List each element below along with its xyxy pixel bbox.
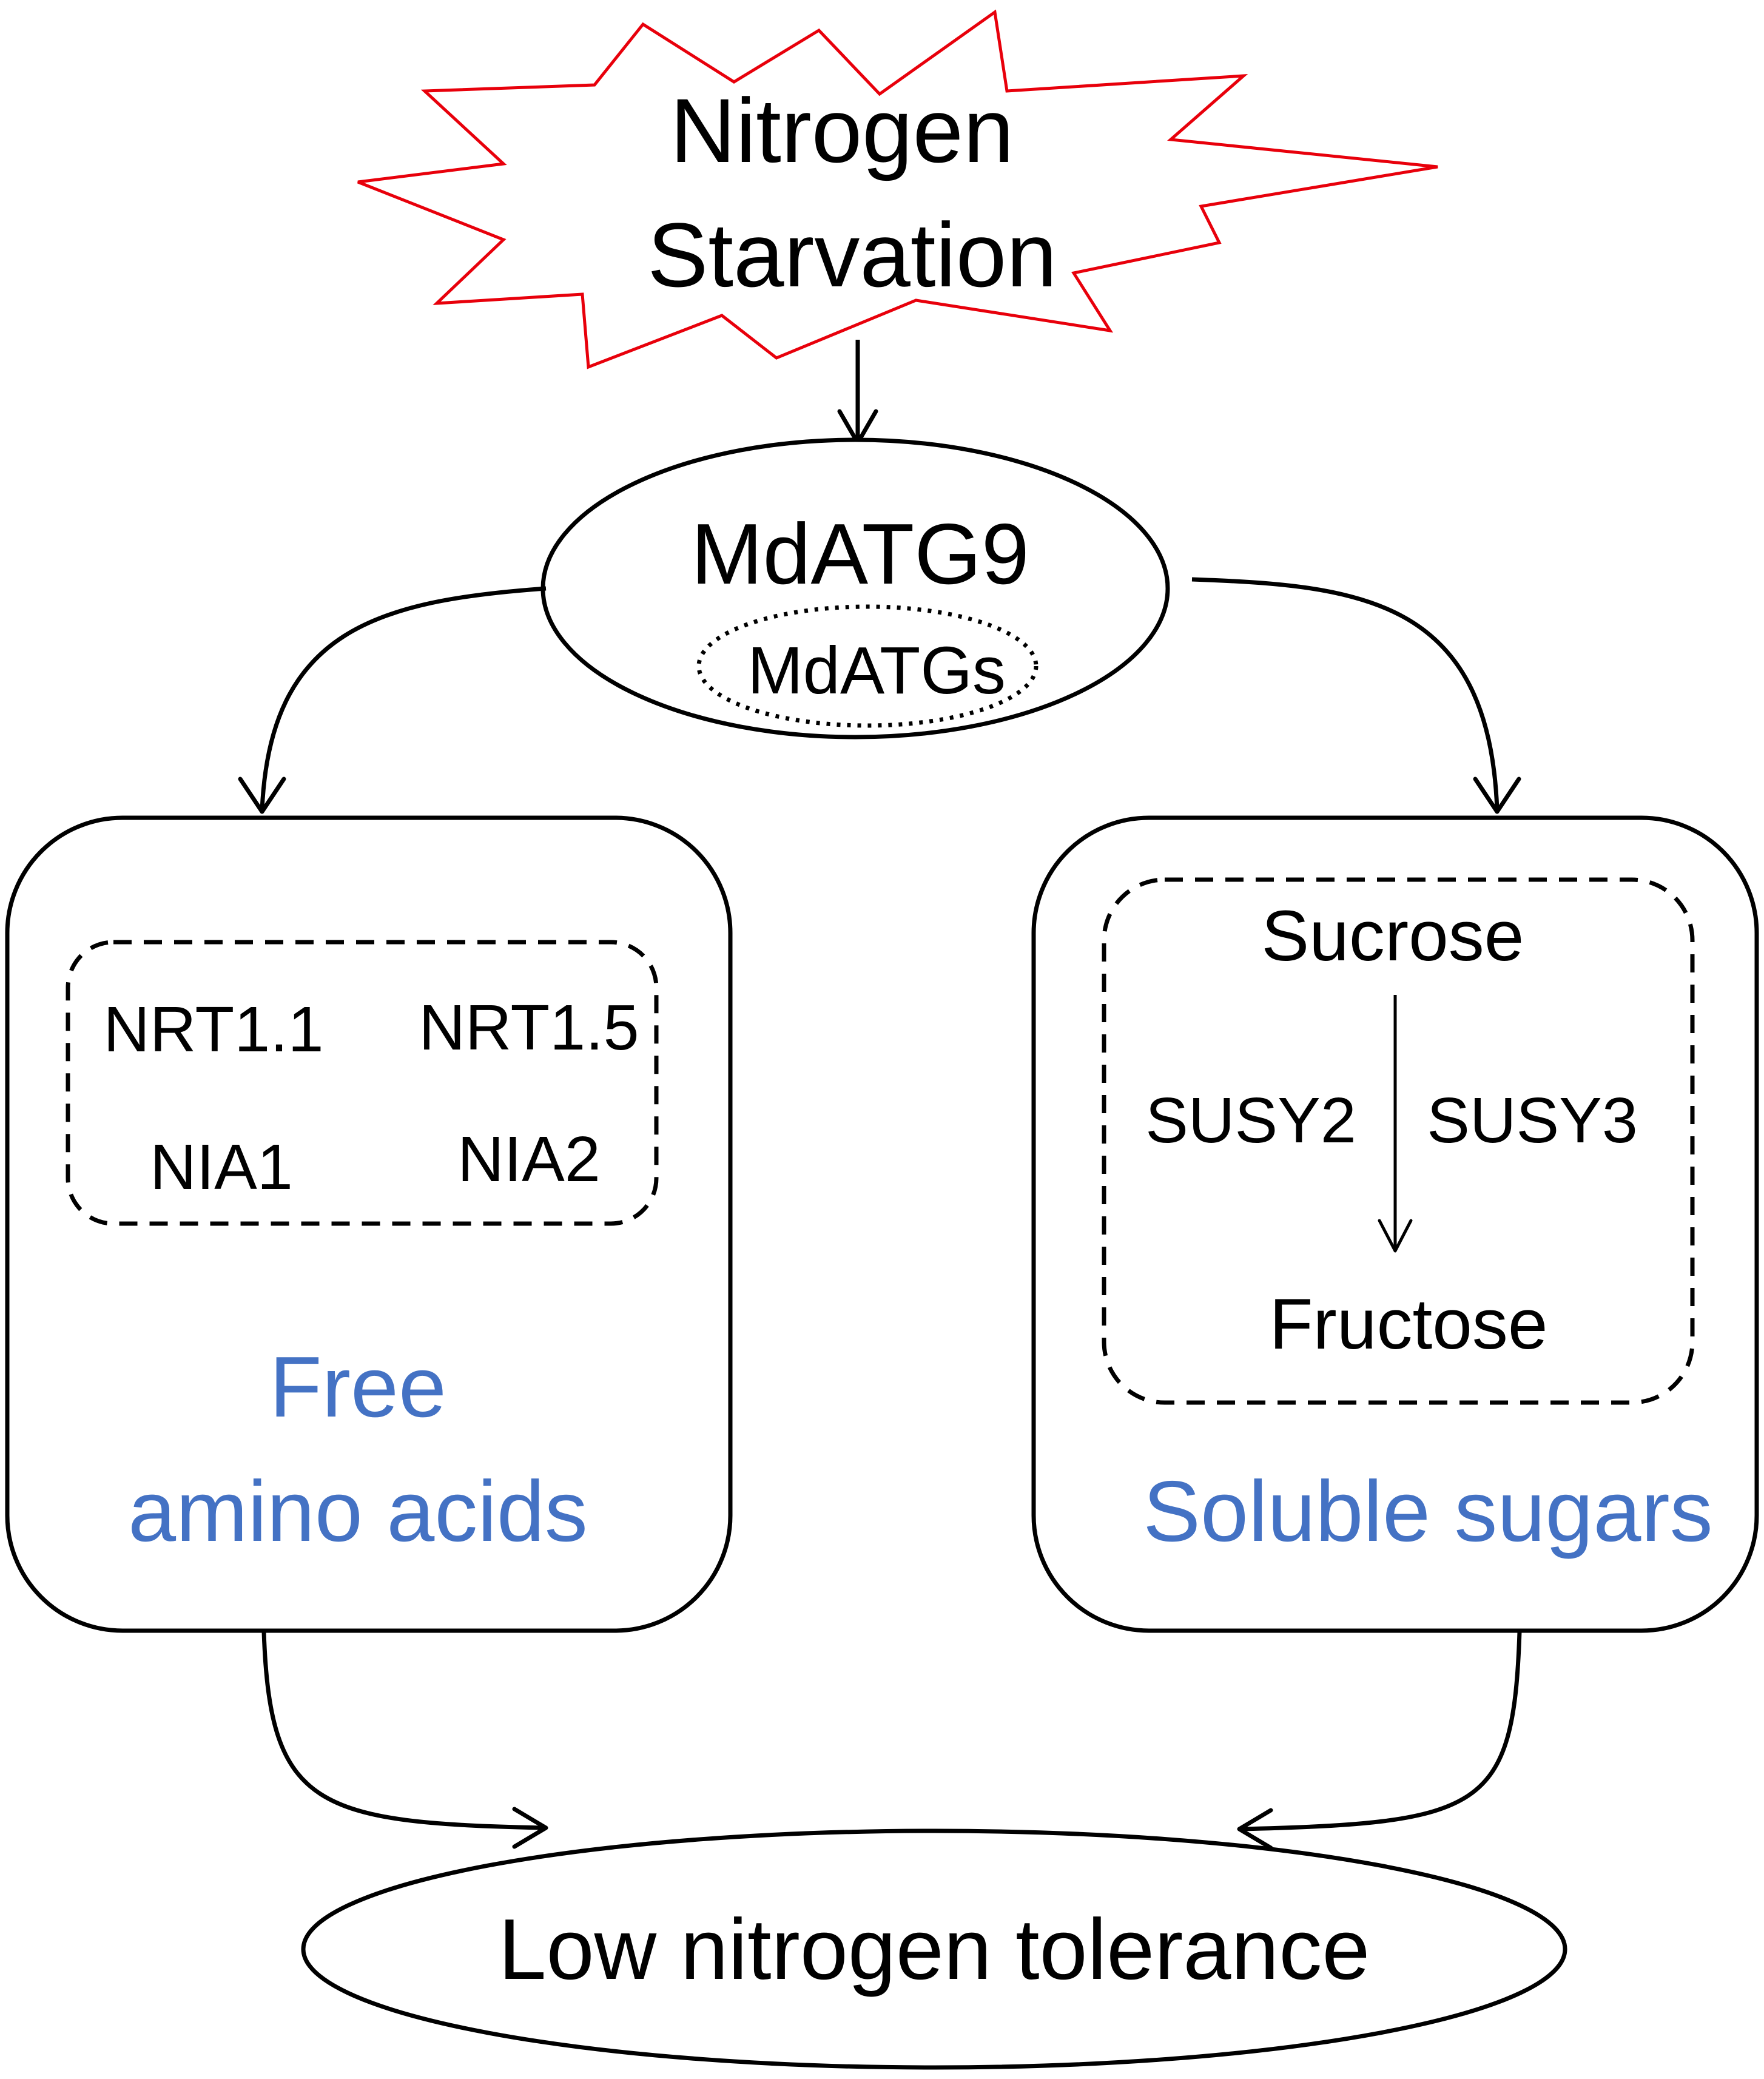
soluble-sugars-title: Soluble sugars [1143,1463,1712,1560]
mdatgs-dotted-ellipse [696,604,1039,728]
fructose-label: Fructose [1269,1284,1547,1364]
tolerance-ellipse [301,1828,1567,2070]
free-amino-acids-title-line2: amino acids [128,1463,588,1560]
arrow-starvation-to-mdatg9 [837,340,878,445]
gene-nrt1-1: NRT1.1 [103,994,323,1065]
sugar-pathway-dashed-box [1102,877,1695,1405]
starvation-label-line2: Starvation [647,204,1057,306]
enzyme-susy3: SUSY3 [1427,1085,1638,1156]
arrow-sugar-to-tolerance [1237,1631,1522,1850]
gene-nrt1-5: NRT1.5 [419,992,639,1063]
starvation-label-line1: Nitrogen [670,79,1014,181]
arrow-mdatg9-to-sugar [1191,577,1521,814]
arrow-sucrose-to-fructose [1378,995,1413,1253]
nitrogen-starvation-node: Nitrogen Starvation [357,9,1438,369]
arrow-amino-to-tolerance [261,1631,548,1849]
starvation-burst-shape [357,9,1438,369]
amino-genes-dashed-box [66,940,659,1226]
amino-acids-box: NRT1.1 NRT1.5 NIA1 NIA2 Free amino acids [5,815,733,1633]
low-nitrogen-tolerance-node: Low nitrogen tolerance [301,1828,1567,2070]
mdatgs-label: MdATGs [747,633,1006,708]
mdatg9-node: MdATG9 MdATGs [540,437,1170,740]
enzyme-susy2: SUSY2 [1145,1085,1356,1156]
mdatg9-label: MdATG9 [691,506,1029,602]
arrow-mdatg9-to-amino [238,586,547,814]
gene-nia2: NIA2 [457,1124,601,1195]
tolerance-label: Low nitrogen tolerance [499,1901,1370,1998]
gene-nia1: NIA1 [150,1131,293,1203]
free-amino-acids-title-line1: Free [269,1339,446,1435]
soluble-sugars-box: Sucrose SUSY2 SUSY3 Fructose Soluble sug… [1031,815,1759,1633]
sucrose-label: Sucrose [1262,896,1524,976]
